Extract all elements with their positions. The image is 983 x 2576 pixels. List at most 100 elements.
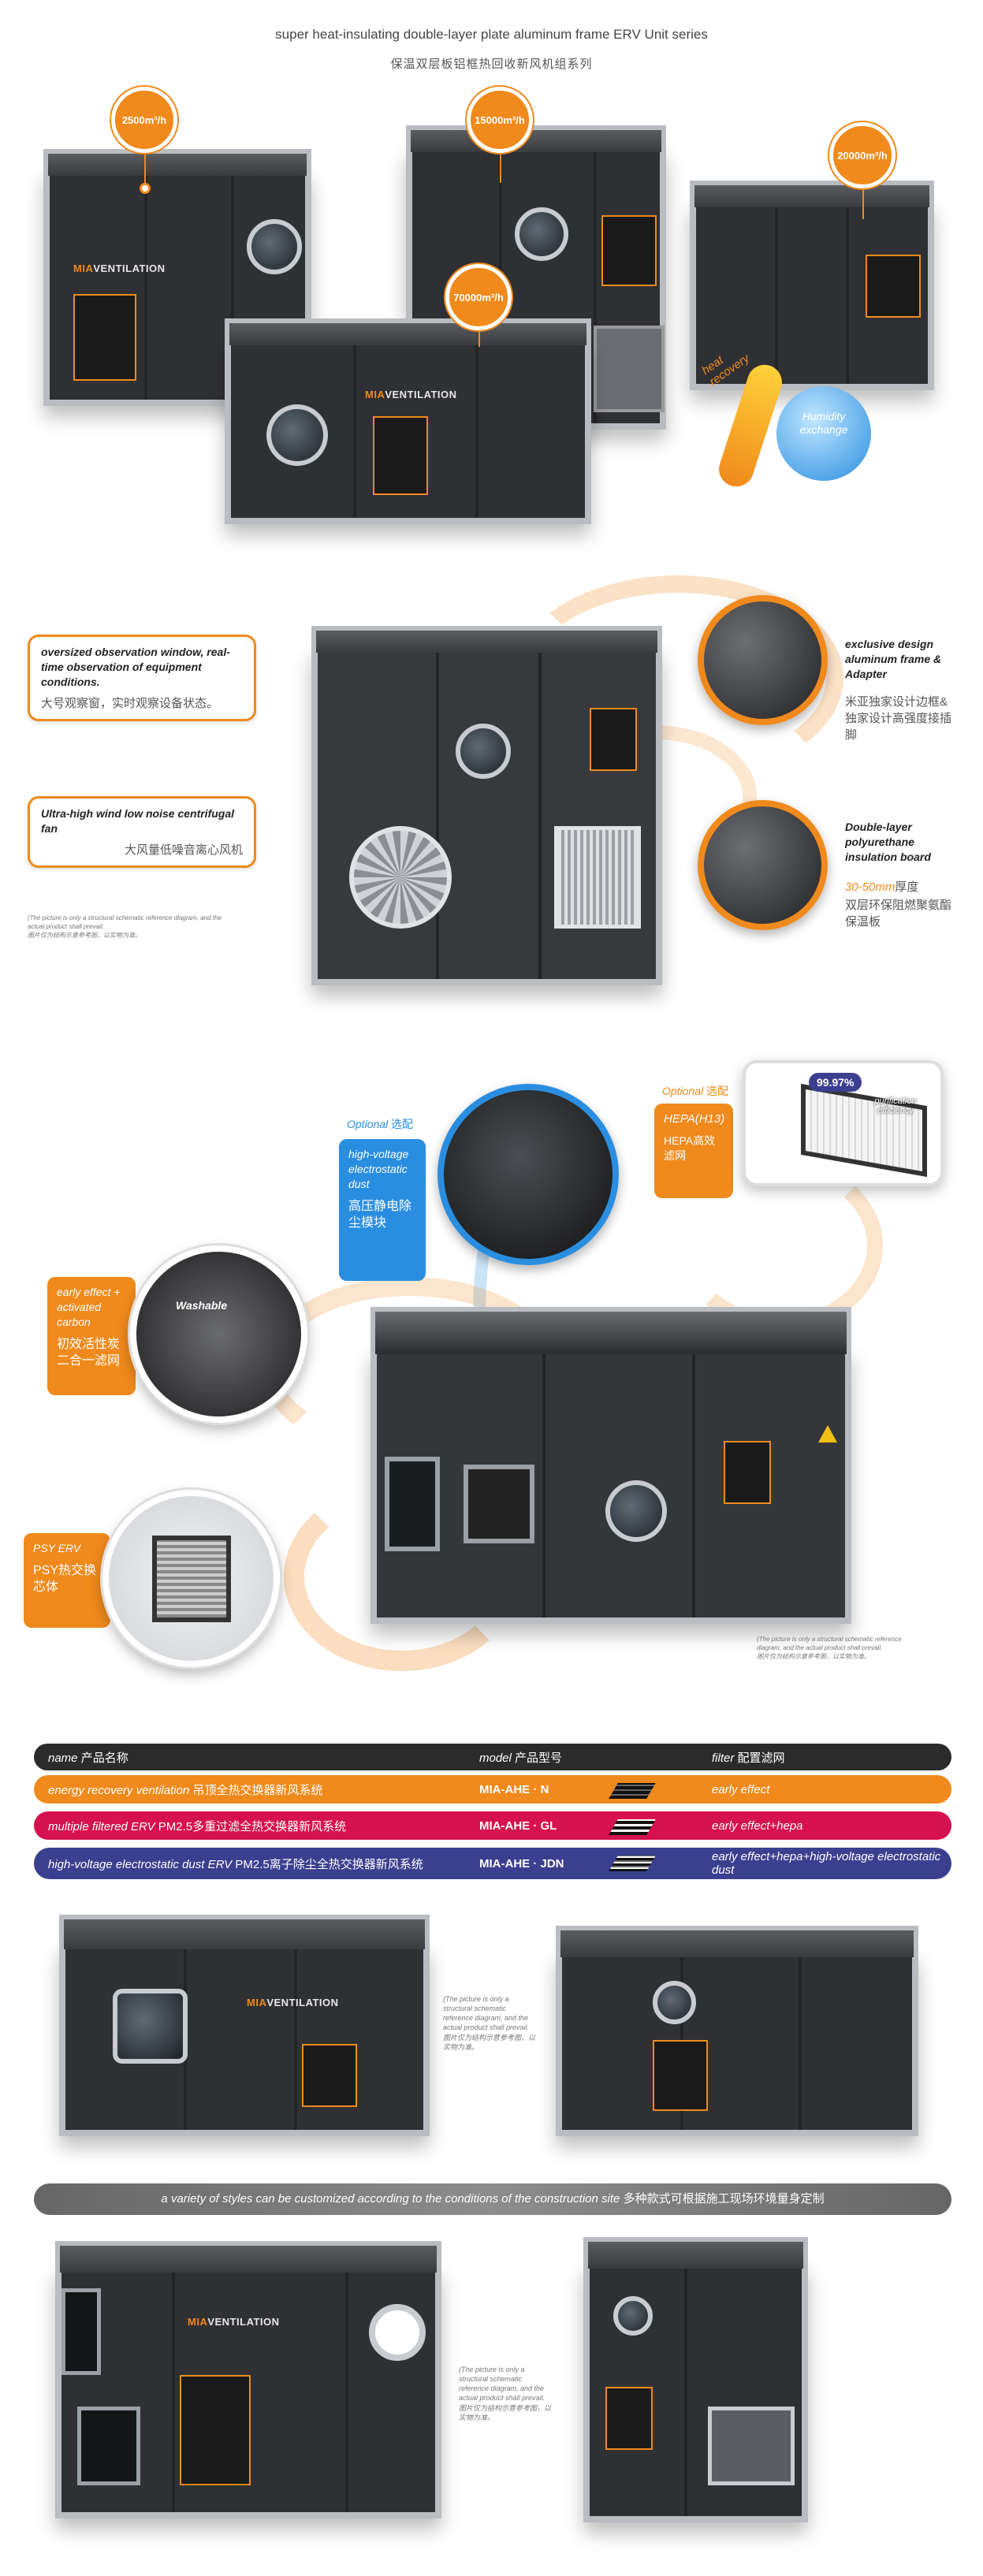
note-cn: 图片仅为结构示意参考图，以实物为准。 <box>28 931 141 939</box>
heat-exchanger-core <box>594 326 665 412</box>
airflow-badge-70000: 70000m³/h <box>445 264 512 330</box>
centrifugal-fan-2 <box>554 826 641 929</box>
air-duct <box>464 1465 534 1543</box>
unit-2500: MIAVENTILATION <box>43 149 311 406</box>
gallery-unit-2 <box>556 1926 918 2136</box>
unit-70000: MIAVENTILATION <box>225 318 591 524</box>
page-subtitle: 保温双层板铝框热回收新风机组系列 <box>390 58 593 71</box>
row-name: energy recovery ventilation 吊顶全热交换器新风系统 <box>48 1783 323 1797</box>
table-row: high-voltage electrostatic dust ERV PM2.… <box>34 1848 951 1879</box>
precaution-label <box>724 1441 771 1504</box>
board-detail-zoom <box>698 800 828 930</box>
airflow-badge-20000: 20000m³/h <box>829 122 895 188</box>
brand-logo: MIAVENTILATION <box>188 2316 280 2328</box>
unit-20000 <box>690 181 934 390</box>
psy-tag: PSY ERV PSY热交换芯体 <box>24 1533 110 1628</box>
observation-window <box>369 2304 426 2361</box>
board-desc: 双层环保阻燃聚氨酯保温板 <box>845 899 952 929</box>
module-unit <box>370 1307 851 1624</box>
filter-swatch <box>609 1783 656 1799</box>
filter-swatch <box>609 1819 656 1835</box>
row-model: MIA-AHE · JDN <box>479 1856 564 1871</box>
precaution-label <box>866 255 921 318</box>
header-name: name 产品名称 <box>48 1751 128 1765</box>
row-model: MIA-AHE · GL <box>479 1818 557 1833</box>
observation-window <box>613 2296 653 2336</box>
banner-cn: 多种款式可根据施工现场环境量身定制 <box>623 2192 825 2206</box>
callout-observation-window: oversized observation window, real-time … <box>28 635 256 721</box>
tag-en: PSY ERV <box>33 1542 81 1554</box>
gallery-note-1: (The picture is only a structural schema… <box>443 1994 538 2052</box>
frame-title: exclusive design aluminum frame & Adapte… <box>845 638 942 680</box>
tag-cn: 高压静电除尘模块 <box>348 1199 412 1230</box>
optional-hepa-label: Optional 选配 <box>662 1085 729 1097</box>
gallery-unit-4 <box>583 2237 808 2522</box>
tag-cn: 初效活性炭二合一滤网 <box>57 1337 121 1368</box>
air-duct <box>77 2407 140 2485</box>
centrifugal-fan <box>349 826 452 929</box>
early-effect-zoom: Washable <box>130 1245 307 1423</box>
customization-banner: a variety of styles can be customized ac… <box>34 2183 951 2215</box>
header-filter: filter 配置滤网 <box>712 1751 785 1765</box>
note-en: (The picture is only a structural schema… <box>459 2366 545 2403</box>
precaution-label <box>601 215 657 286</box>
observation-window <box>266 404 328 466</box>
board-title: Double-layer polyurethane insulation boa… <box>845 821 931 863</box>
gallery-unit-1: MIAVENTILATION <box>59 1915 430 2136</box>
row-name: multiple filtered ERV PM2.5多重过滤全热交换器新风系统 <box>48 1819 347 1833</box>
table-row: multiple filtered ERV PM2.5多重过滤全热交换器新风系统… <box>34 1811 951 1840</box>
gallery-note-2: (The picture is only a structural schema… <box>459 2365 553 2422</box>
precaution-label <box>605 2387 653 2450</box>
table-row: energy recovery ventilation 吊顶全热交换器新风系统 … <box>34 1775 951 1804</box>
note-en: (The picture is only a structural schema… <box>757 1636 902 1651</box>
washable-label: Washable <box>176 1299 228 1312</box>
filter-swatch <box>609 1856 656 1871</box>
observation-window <box>605 1480 667 1542</box>
precaution-label <box>590 708 637 771</box>
psy-core-zoom <box>102 1490 280 1667</box>
access-panel <box>708 2407 795 2485</box>
observation-window <box>653 1981 696 2024</box>
gallery-unit-3: MIAVENTILATION <box>55 2241 441 2518</box>
airflow-badge-15000: 15000m³/h <box>467 87 533 153</box>
table-header: name 产品名称 model 产品型号 filter 配置滤网 <box>34 1744 951 1770</box>
hepa-tag: HEPA(H13) HEPA高效滤网 <box>654 1104 733 1198</box>
heat-exchange-core <box>152 1536 231 1622</box>
note-en: (The picture is only a structural schema… <box>443 1995 530 2032</box>
early-effect-tag: early effect + activated carbon 初效活性炭二合一… <box>47 1277 136 1395</box>
brand-logo: MIAVENTILATION <box>247 1997 339 2008</box>
callout-cn: 大号观察窗，实时观察设备状态。 <box>41 696 219 710</box>
precaution-label <box>180 2375 251 2485</box>
hepa-efficiency: purification efficiency <box>874 1096 917 1115</box>
callout-en: Ultra-high wind low noise centrifugal fa… <box>41 807 235 835</box>
tag-en: HEPA(H13) <box>664 1112 725 1126</box>
callout-en: oversized observation window, real-time … <box>41 646 230 688</box>
modules-note: (The picture is only a structural schema… <box>757 1636 907 1661</box>
observation-window <box>113 1989 188 2064</box>
page-title: super heat-insulating double-layer plate… <box>275 27 708 42</box>
observation-window <box>456 724 511 779</box>
callout-cn: 大风量低噪音离心风机 <box>124 843 243 857</box>
row-filter: early effect <box>712 1782 770 1796</box>
callout-fan: Ultra-high wind low noise centrifugal fa… <box>28 796 256 868</box>
board-thickness: 30-50mm厚度 <box>845 880 919 894</box>
row-filter: early effect+hepa+high-voltage electrost… <box>712 1850 941 1877</box>
header-model: model 产品型号 <box>479 1751 563 1765</box>
hepa-zoom: 99.97% purification efficiency <box>743 1060 944 1186</box>
brand-logo: MIAVENTILATION <box>73 262 166 274</box>
observation-window <box>247 219 302 274</box>
humidity-exchange-label: Humidity exchange <box>799 410 848 436</box>
row-filter: early effect+hepa <box>712 1818 803 1833</box>
brand-logo: MIAVENTILATION <box>365 389 457 400</box>
hv-module-zoom <box>438 1084 619 1265</box>
precaution-label <box>653 2040 708 2111</box>
hepa-percent: 99.97% <box>809 1073 862 1092</box>
note-cn: 图片仅为结构示意参考图，以实物为准。 <box>443 2033 536 2051</box>
badge-dot <box>140 183 151 194</box>
airflow-badge-2500: 2500m³/h <box>111 87 177 153</box>
frame-desc: 米亚独家设计边框&独家设计高强度接插脚 <box>845 695 952 742</box>
precaution-label <box>302 2044 357 2107</box>
cutaway-unit <box>311 626 662 985</box>
warning-icon <box>818 1425 837 1442</box>
